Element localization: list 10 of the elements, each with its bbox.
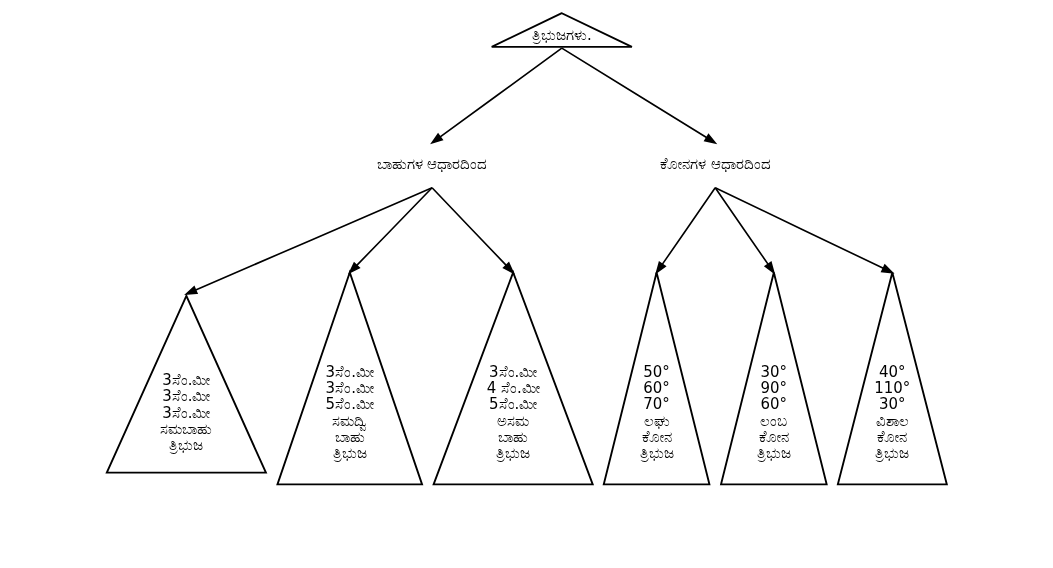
arrow	[654, 187, 716, 275]
arrow	[429, 47, 563, 145]
arrow	[713, 187, 775, 275]
node-text: ಕೋನಗಳ ಆಧಾರದಿಂದ	[659, 155, 771, 174]
arrow	[560, 47, 717, 145]
arrow	[713, 187, 895, 274]
node-text: ಬಾಹುಗಳ ಆಧಾರದಿಂದ	[376, 155, 487, 174]
arrow	[347, 187, 433, 275]
arrow	[430, 187, 515, 275]
arrow	[183, 187, 433, 295]
